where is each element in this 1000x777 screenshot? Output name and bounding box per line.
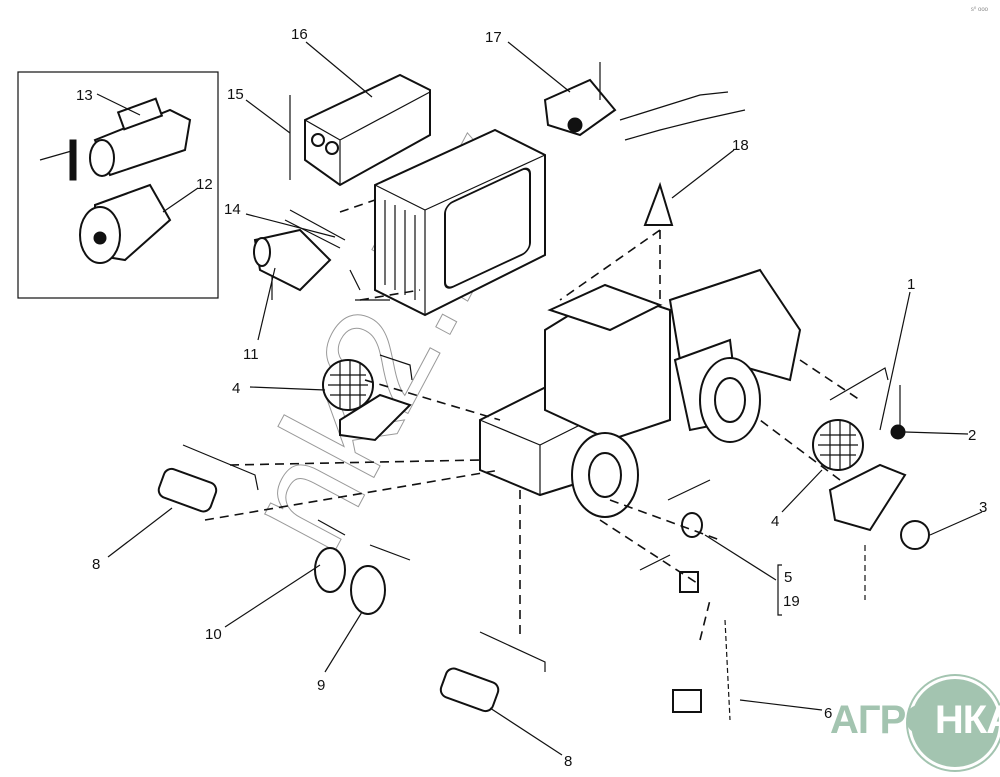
callout-12: 12 (196, 176, 213, 193)
tractor-body (479, 268, 802, 518)
switch-5-19 (679, 512, 703, 593)
logo-text: АГРОНКА (830, 698, 1000, 743)
logo-left: АГРО (830, 698, 936, 742)
callout-2: 2 (968, 427, 976, 444)
callout-18: 18 (732, 137, 749, 154)
callout-10: 10 (205, 626, 222, 643)
logo-right: НКА (934, 698, 1000, 742)
corner-mark: s⁰ ooo (970, 7, 988, 13)
generator-12 (79, 183, 172, 264)
callout-4-right: 4 (771, 513, 779, 530)
callout-8-bottom: 8 (564, 753, 572, 770)
callout-13: 13 (76, 87, 93, 104)
side-lamp-8 (157, 467, 218, 513)
callout-14: 14 (224, 201, 241, 218)
wiring-harness-6 (672, 619, 731, 721)
callout-15: 15 (227, 86, 244, 103)
starter-13 (39, 97, 192, 181)
callout-19: 19 (783, 593, 800, 610)
callout-5: 5 (784, 569, 792, 586)
callout-9: 9 (317, 677, 325, 694)
headlight-left-4 (322, 359, 412, 442)
relay-17 (543, 62, 746, 141)
battery-box (374, 128, 546, 317)
horn-9 (350, 565, 386, 615)
callout-8-left: 8 (92, 556, 100, 573)
connection-lines (204, 199, 861, 641)
agronka-logo: АГРОНКА (830, 676, 1000, 770)
callout-16: 16 (291, 26, 308, 43)
callout-1: 1 (907, 276, 915, 293)
callout-17: 17 (485, 29, 502, 46)
rear-lamp-8 (439, 667, 500, 713)
horn-10 (314, 547, 346, 593)
inset-frame (17, 71, 219, 299)
leader-lines (96, 41, 983, 756)
callout-4-left: 4 (232, 380, 240, 397)
headlight-right-4 (812, 385, 930, 600)
logo-circle (908, 676, 1000, 770)
callout-6: 6 (824, 705, 832, 722)
callout-11: 11 (243, 346, 259, 363)
cone-18 (643, 181, 674, 226)
callout-3: 3 (979, 499, 987, 516)
battery-16 (304, 73, 431, 187)
